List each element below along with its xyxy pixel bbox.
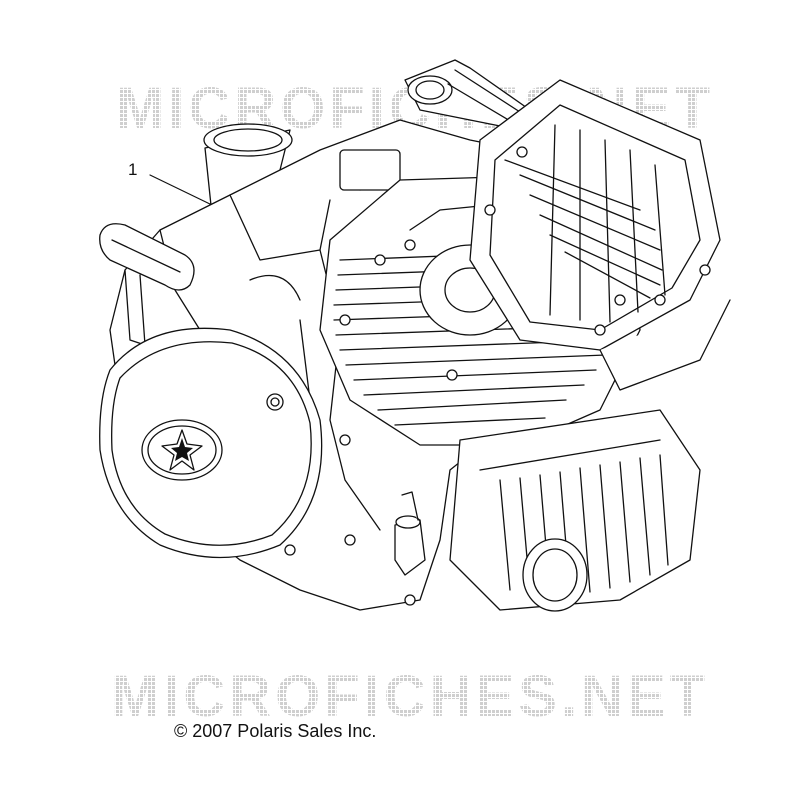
breather-fitting — [394, 491, 426, 576]
lower-housing — [449, 409, 701, 612]
polaris-logo — [141, 419, 223, 481]
intake-tube — [404, 59, 531, 131]
watermark-bottom: MICROFICHES.NET — [111, 664, 709, 728]
valve-cover — [469, 79, 731, 391]
fasteners — [266, 146, 711, 606]
watermark-bottom-text: MICROFICHES.NET — [111, 664, 709, 728]
recoil-starter-handle — [99, 223, 195, 346]
copyright-notice: © 2007 Polaris Sales Inc. — [174, 721, 377, 741]
callout-leader — [149, 174, 213, 206]
part-callout-number: 1 — [128, 160, 138, 179]
